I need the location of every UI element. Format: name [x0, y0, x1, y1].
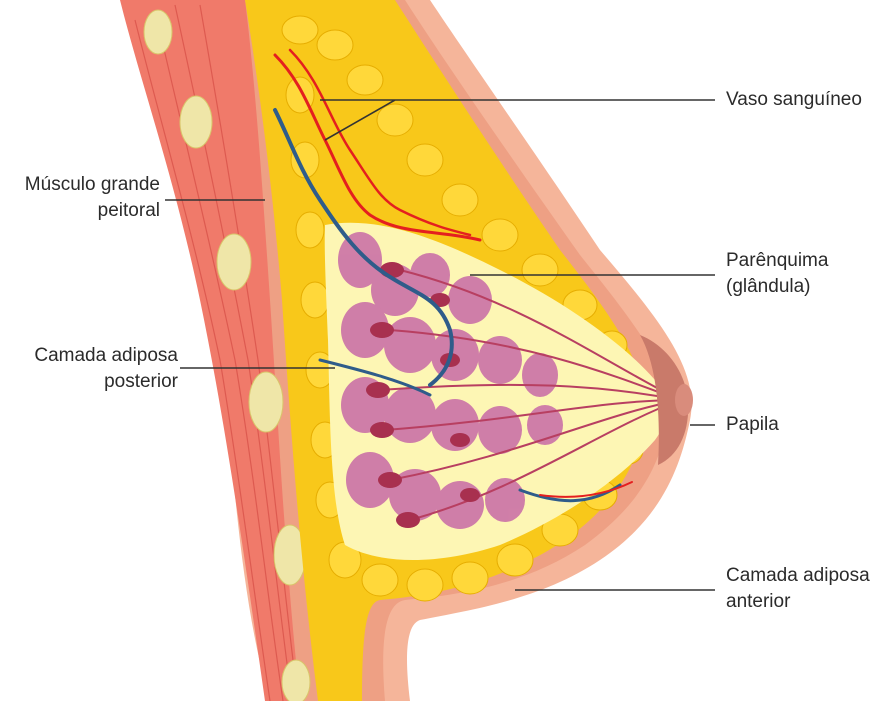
label-camada-posterior-line2: posterior	[14, 369, 178, 395]
label-musculo-grande-peitoral: Músculo grande peitoral	[14, 172, 160, 224]
label-vaso-line1: Vaso sanguíneo	[726, 87, 862, 113]
label-papila-line1: Papila	[726, 412, 779, 438]
label-vaso-sanguineo: Vaso sanguíneo	[726, 87, 862, 113]
label-camada-posterior-line1: Camada adiposa	[14, 343, 178, 369]
nipple	[675, 384, 693, 416]
label-musculo-line2: peitoral	[14, 198, 160, 224]
label-camada-adiposa-anterior: Camada adiposa anterior	[726, 563, 870, 615]
label-papila: Papila	[726, 412, 779, 438]
label-parenquima-line1: Parênquima	[726, 248, 828, 274]
label-camada-anterior-line2: anterior	[726, 589, 870, 615]
label-parenquima: Parênquima (glândula)	[726, 248, 828, 300]
label-parenquima-line2: (glândula)	[726, 274, 828, 300]
label-musculo-line1: Músculo grande	[14, 172, 160, 198]
label-camada-anterior-line1: Camada adiposa	[726, 563, 870, 589]
label-camada-adiposa-posterior: Camada adiposa posterior	[14, 343, 178, 395]
